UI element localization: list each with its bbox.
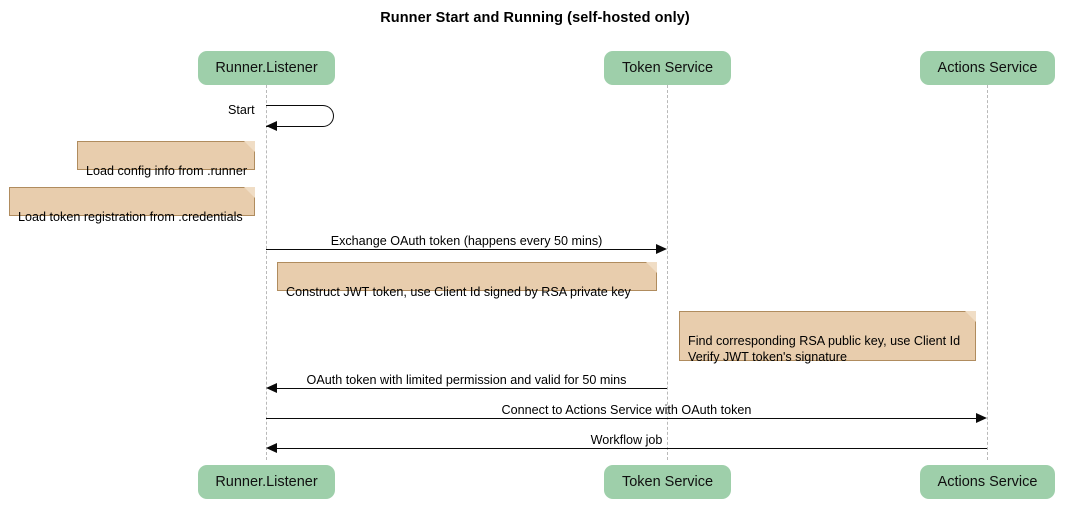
participant-label: Runner.Listener <box>215 60 318 76</box>
message-start-arrowhead <box>266 121 277 131</box>
message-connect-actions-service-arrowhead <box>976 413 987 423</box>
participant-label: Token Service <box>621 474 714 490</box>
note-text: Load config info from .runner <box>86 164 248 178</box>
note-fold-edge-icon <box>244 141 255 152</box>
diagram-title: Runner Start and Running (self-hosted on… <box>380 10 690 26</box>
participant-actions-service-bottom[interactable]: Actions Service <box>920 465 1055 499</box>
participant-label: Actions Service <box>937 474 1038 490</box>
participant-runner-listener-top[interactable]: Runner.Listener <box>198 51 335 85</box>
participant-runner-listener-bottom[interactable]: Runner.Listener <box>198 465 335 499</box>
note-text: Find corresponding RSA public key, use C… <box>688 334 961 364</box>
lifeline-runner-listener <box>266 85 267 460</box>
note-load-config: Load config info from .runner <box>77 141 255 178</box>
message-oauth-token-reply-label: OAuth token with limited permission and … <box>306 373 627 387</box>
note-text: Construct JWT token, use Client Id signe… <box>286 285 631 299</box>
note-text: Load token registration from .credential… <box>18 210 243 224</box>
participant-actions-service-top[interactable]: Actions Service <box>920 51 1055 85</box>
participant-token-service-bottom[interactable]: Token Service <box>604 465 731 499</box>
message-workflow-job-arrowhead <box>266 443 277 453</box>
participant-token-service-top[interactable]: Token Service <box>604 51 731 85</box>
note-load-token-registration: Load token registration from .credential… <box>9 187 255 224</box>
message-oauth-token-reply-line <box>277 388 667 389</box>
message-oauth-token-reply-arrowhead <box>266 383 277 393</box>
participant-label: Token Service <box>621 60 714 76</box>
message-workflow-job-label: Workflow job <box>590 433 663 447</box>
note-fold-edge-icon <box>646 262 657 273</box>
message-exchange-oauth-token-label: Exchange OAuth token (happens every 50 m… <box>330 234 603 248</box>
message-start-loop <box>266 105 334 127</box>
note-fold-edge-icon <box>965 311 976 322</box>
message-connect-actions-service-line <box>266 418 976 419</box>
note-verify-jwt: Find corresponding RSA public key, use C… <box>679 311 976 364</box>
message-exchange-oauth-token-line <box>266 249 656 250</box>
message-start-label: Start <box>228 103 255 117</box>
lifeline-token-service <box>667 85 668 460</box>
lifeline-actions-service <box>987 85 988 460</box>
message-workflow-job-line <box>277 448 987 449</box>
note-construct-jwt: Construct JWT token, use Client Id signe… <box>277 262 657 299</box>
message-exchange-oauth-token-arrowhead <box>656 244 667 254</box>
note-fold-edge-icon <box>244 187 255 198</box>
message-connect-actions-service-label: Connect to Actions Service with OAuth to… <box>501 403 752 417</box>
participant-label: Runner.Listener <box>215 474 318 490</box>
participant-label: Actions Service <box>937 60 1038 76</box>
